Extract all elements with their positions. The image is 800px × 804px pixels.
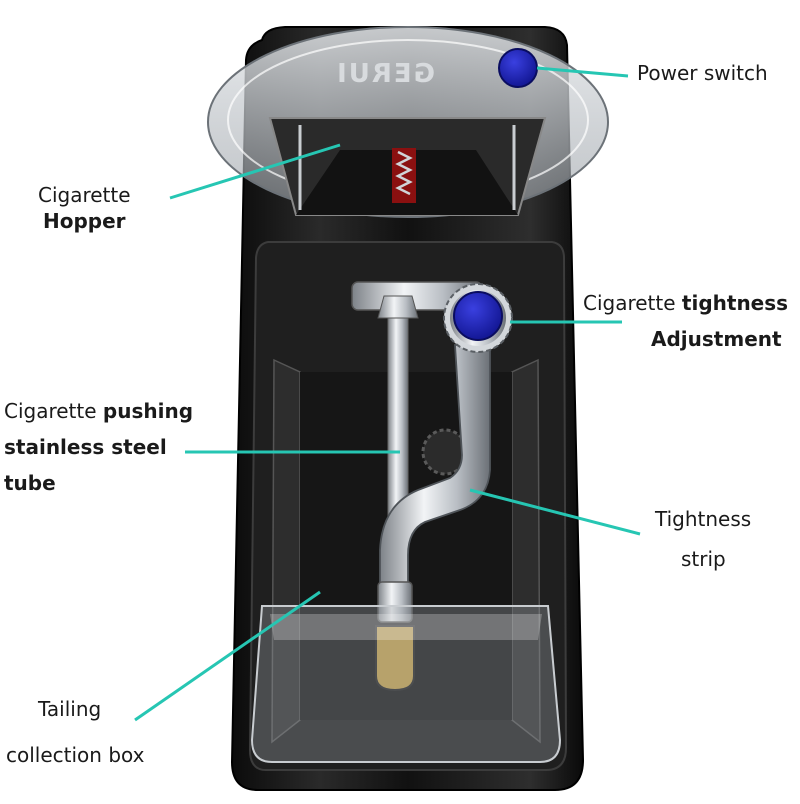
label-power-switch-text: Power switch xyxy=(637,61,768,85)
label-tube-line1a: Cigarette xyxy=(4,399,103,423)
label-strip-line2: strip xyxy=(681,547,726,571)
label-collection-box: Tailing collection box xyxy=(6,696,144,768)
label-adjustment-line2: Adjustment xyxy=(651,327,782,351)
tailing-collection-box xyxy=(250,605,562,763)
label-adjustment-line1a: Cigarette xyxy=(583,291,682,315)
label-tube-line2: stainless steel xyxy=(4,435,167,459)
label-hopper-line1: Cigarette xyxy=(38,183,131,207)
leader-line-hopper xyxy=(169,143,341,200)
leader-line-box xyxy=(134,590,321,722)
label-power-switch: Power switch xyxy=(637,60,768,86)
label-adjustment-line1b: tightness xyxy=(681,291,789,315)
label-tube-line3: tube xyxy=(4,471,56,495)
label-hopper-line2: Hopper xyxy=(43,209,126,233)
label-tightness-adjustment: Cigarette tightness Adjustment xyxy=(583,290,788,352)
label-box-line2: collection box xyxy=(6,743,145,767)
label-tube-line1b: pushing xyxy=(102,399,194,423)
leader-line-strip xyxy=(469,488,641,536)
label-box-line1: Tailing xyxy=(38,697,102,721)
label-pushing-tube: Cigarette pushing stainless steel tube xyxy=(4,398,193,496)
power-switch-button[interactable] xyxy=(498,48,538,88)
leader-lines xyxy=(134,66,641,722)
label-strip-line1: Tightness xyxy=(655,507,752,531)
label-cigarette-hopper: Cigarette Hopper xyxy=(38,182,131,234)
label-tightness-strip: Tightness strip xyxy=(655,506,751,572)
leader-line-power xyxy=(536,66,629,78)
cigarette-hopper xyxy=(207,26,609,218)
brand-logo: GERUI xyxy=(335,59,435,89)
tightness-strip xyxy=(375,344,491,692)
tightness-adjustment-knob[interactable] xyxy=(443,283,513,353)
